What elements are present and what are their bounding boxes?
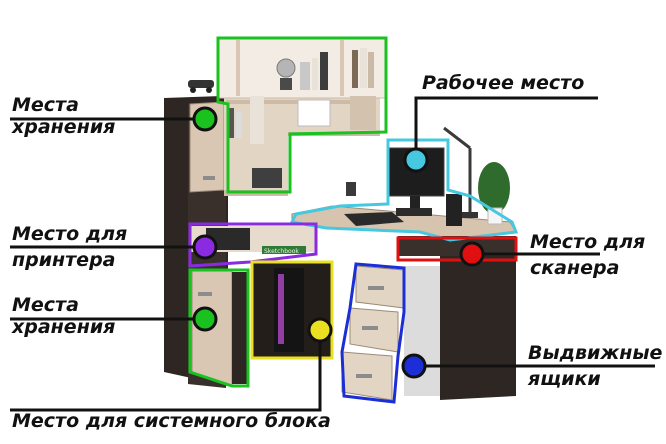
markers [192,106,485,379]
storage-bottom-outline [188,268,250,388]
leader-lines [10,96,655,412]
leader-workplace [414,96,598,160]
marker-storage-bottom [192,306,218,332]
marker-printer [192,234,218,260]
printer-outline [188,222,318,268]
marker-workplace [403,147,429,173]
storage-top-outline [216,36,388,194]
scanner-outline [396,236,518,262]
workplace-outline [289,138,519,242]
label-storage-top: Места хранения [12,94,116,138]
marker-scanner [459,241,485,267]
label-workplace: Рабочее место [422,72,585,94]
label-system-unit: Место для системного блока [12,410,331,432]
leader-system-unit [10,330,322,412]
label-storage-bottom: Места хранения [12,294,116,338]
label-printer: Место для принтера [12,223,128,271]
system-unit-outline [250,260,334,360]
furniture [164,37,517,401]
label-drawers: Выдвижные ящики [528,342,663,390]
label-scanner: Место для сканера [530,231,646,279]
region-outlines [188,36,519,404]
drawers-outline [340,262,406,404]
marker-storage-top [192,106,218,132]
marker-system-unit [307,317,333,343]
marker-drawers [401,353,427,379]
